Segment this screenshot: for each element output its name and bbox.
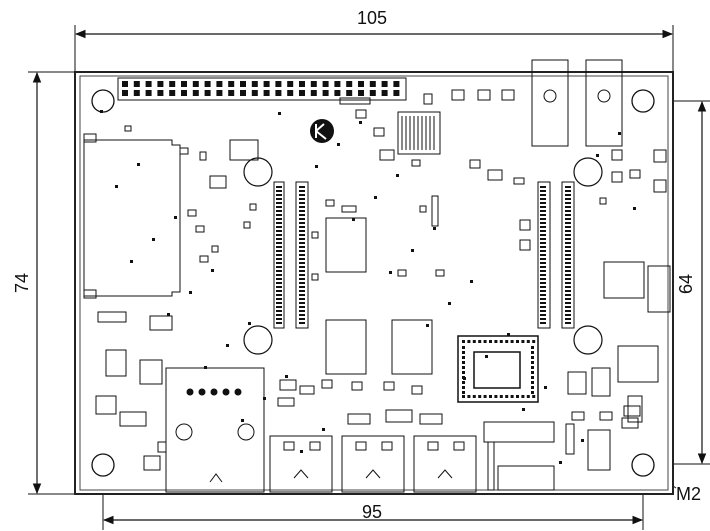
- mounting-hole-bottom-left: [91, 453, 115, 477]
- overall-height-label: 74: [12, 273, 32, 293]
- audio-jacks: [531, 59, 623, 147]
- mounting-hole-top-left: [91, 89, 115, 113]
- dimension-overall-width: 105: [74, 8, 674, 72]
- standoffs: [243, 157, 603, 355]
- logo-mark: [310, 119, 334, 143]
- mounting-hole-top-right: [631, 89, 655, 113]
- sd-card-slot: [83, 133, 181, 299]
- overall-width-label: 105: [357, 8, 387, 28]
- power-inductor: [397, 111, 441, 155]
- usb-connectors: [269, 435, 477, 493]
- pcb-board: [74, 59, 674, 495]
- gpio-header: [117, 77, 407, 101]
- bottom-connector: [483, 421, 555, 491]
- smd-components: [95, 89, 667, 471]
- dimension-hole-spacing-x: 95: [102, 470, 644, 530]
- memory-chips: [325, 217, 433, 375]
- mounting-hole-bottom-right: [631, 453, 655, 477]
- dimension-overall-height: 74: [12, 71, 74, 495]
- m2-hole-label: M2: [676, 484, 701, 504]
- soc-chip: [457, 335, 539, 403]
- board-connectors: [273, 181, 575, 329]
- mounting-holes: [91, 89, 655, 477]
- hole-spacing-y-label: 64: [676, 274, 696, 294]
- side-connector: [603, 261, 671, 313]
- ethernet-jack: [165, 367, 265, 493]
- hole-spacing-x-label: 95: [362, 502, 382, 522]
